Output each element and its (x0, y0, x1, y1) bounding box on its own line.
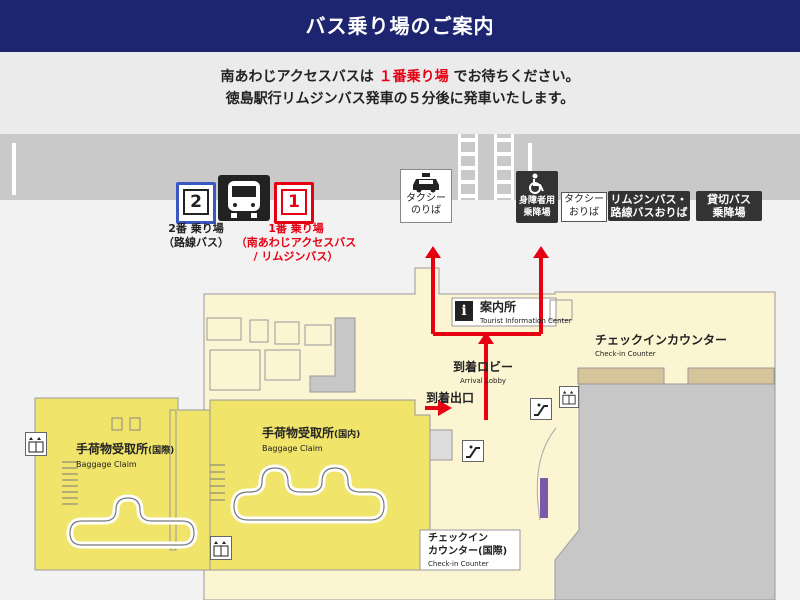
charter-line-1: 貸切バス (707, 193, 751, 206)
back-office-rooms (206, 317, 332, 391)
lane-marker-right (528, 143, 532, 195)
baggage-domestic-label: 手荷物受取所(国内) Baggage Claim (262, 426, 360, 456)
taxi-pickup-sign: タクシー のりば (400, 169, 452, 223)
baggage-intl-label: 手荷物受取所(国際) Baggage Claim (76, 442, 174, 472)
crosswalk-left (458, 134, 478, 200)
charter-line-2: 乗降場 (712, 206, 746, 219)
elevator-icon (559, 386, 579, 408)
charter-bus-sign: 貸切バス 乗降場 (696, 191, 762, 221)
notice-line-2: 徳島駅行リムジンバス発車の５分後に発車いたします。 (225, 91, 575, 107)
notice-line-1: 南あわじアクセスバスは １番乗り場 でお待ちください。 (0, 66, 800, 88)
stop-2-number: 2 (176, 182, 216, 224)
baggage-claim-international (34, 397, 211, 571)
checkin-label-en: Check-in Counter (595, 350, 656, 358)
crosswalk-right (494, 134, 514, 200)
taxi-icon (413, 173, 439, 193)
checkin-intl-en: Check-in Counter (428, 560, 489, 568)
checkin-intl-label: チェックイン カウンター(国際) Check-in Counter (428, 532, 507, 571)
stairs (62, 461, 225, 505)
wheelchair-icon (529, 173, 544, 194)
checkin-counter-strip-2 (687, 367, 775, 385)
checkin-counter-strip-1 (577, 367, 665, 385)
stop-2-number-text: 2 (183, 189, 209, 215)
grey-block-center (309, 317, 356, 393)
stop-1-number-text: 1 (281, 189, 307, 215)
intl-checkin-room (419, 529, 521, 571)
bus-icon (228, 181, 260, 218)
page-header: バス乗り場のご案内 (0, 0, 800, 52)
baggage-domestic-en: Baggage Claim (262, 444, 323, 453)
info-label-jp: 案内所 (480, 300, 517, 314)
stop-1-label: 1番 乗り場 （南あわじアクセスバス / リムジンバス） (226, 222, 366, 264)
stop-2-label: 2番 乗り場 （路線バス） (158, 222, 234, 250)
elevator-icon (25, 432, 47, 456)
baggage-domestic-jp: 手荷物受取所 (262, 426, 335, 440)
info-icon: i (455, 301, 473, 321)
baggage-divider (169, 409, 177, 551)
info-label: 案内所 Tourist Information Center (480, 300, 572, 328)
stop-1-label-line-2: （南あわじアクセスバス (235, 236, 357, 249)
checkin-intl-line-1: チェックイン (428, 533, 488, 544)
intl-small-rooms (111, 417, 141, 431)
arrival-lobby-label: 到着ロビー Arrival Lobby (453, 360, 513, 388)
accessible-sign: 身障者用 乗降場 (516, 171, 558, 223)
stop-1-number: 1 (274, 182, 314, 224)
notice: 南あわじアクセスバスは １番乗り場 でお待ちください。 徳島駅行リムジンバス発車… (0, 66, 800, 110)
escalator-icon (462, 440, 484, 462)
info-label-en: Tourist Information Center (480, 317, 572, 325)
pillar-purple (540, 478, 548, 518)
escalator-icon (530, 398, 552, 420)
taxi-pickup-line-1: タクシー (406, 193, 446, 204)
elevator-icon (210, 536, 232, 560)
baggage-carousels-outline (69, 467, 385, 546)
checkin-label: チェックインカウンター Check-in Counter (595, 333, 727, 361)
notice-highlight: １番乗り場 (378, 69, 449, 85)
accessible-line-2: 乗降場 (523, 208, 551, 218)
arrow-heads (425, 246, 549, 416)
accessible-line-1: 身障者用 (518, 196, 555, 206)
notice-line-1-post: でお待ちください。 (453, 69, 580, 85)
checkin-label-jp: チェックインカウンター (595, 333, 728, 347)
lane-marker-left (12, 143, 16, 195)
baggage-domestic-title: 手荷物受取所(国内) (262, 426, 360, 442)
taxi-pickup-line-2: のりば (411, 205, 441, 216)
right-service-area (554, 383, 776, 600)
right-small-room (549, 299, 573, 321)
taxi-dropoff-line-1: タクシー (564, 194, 604, 205)
arrival-lobby-en: Arrival Lobby (459, 377, 507, 385)
stop-2-label-line-2: （路線バス） (163, 236, 229, 249)
baggage-intl-jp: 手荷物受取所 (76, 442, 149, 456)
stop-1-label-line-1: 1番 乗り場 (268, 222, 324, 235)
stop-1-label-line-3: / リムジンバス） (253, 250, 339, 263)
notice-line-1-pre: 南あわじアクセスバスは (220, 69, 374, 85)
escalator-pit-left (429, 429, 453, 461)
checkin-intl-line-2: カウンター(国際) (428, 546, 508, 557)
arrival-lobby-jp: 到着ロビー (453, 360, 514, 374)
limousine-line-2: 路線バスおりば (610, 206, 688, 219)
baggage-intl-en: Baggage Claim (76, 460, 137, 469)
baggage-domestic-tag: (国内) (334, 430, 361, 440)
limousine-dropoff-sign: リムジンバス・ 路線バスおりば (608, 191, 690, 221)
taxi-dropoff-sign: タクシー おりば (561, 192, 607, 222)
baggage-intl-tag: (国際) (148, 446, 175, 456)
right-door-arc (536, 427, 557, 521)
taxi-dropoff-line-2: おりば (569, 207, 599, 218)
stop-2-label-line-1: 2番 乗り場 (168, 222, 224, 235)
bus-sign (218, 175, 270, 221)
baggage-intl-title: 手荷物受取所(国際) (76, 442, 174, 458)
limousine-line-1: リムジンバス・ (610, 193, 688, 206)
arrival-exit-label: 到着出口 (426, 391, 475, 405)
